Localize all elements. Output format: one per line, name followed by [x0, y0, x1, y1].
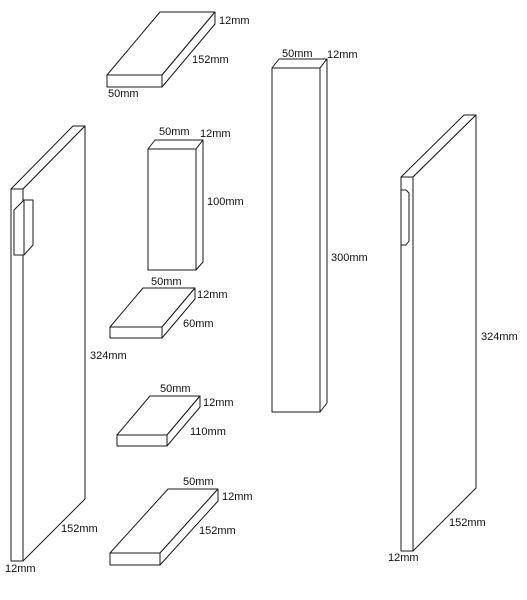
tall-post-thickness-label: 12mm — [327, 49, 358, 61]
mid-board-thickness-label: 12mm — [197, 289, 228, 301]
bottom-board — [109, 488, 219, 566]
small-board-length-label: 110mm — [190, 426, 226, 438]
block-width-label: 50mm — [159, 126, 190, 138]
mid-board — [109, 287, 196, 339]
left-panel-height-label: 324mm — [90, 350, 127, 362]
bottom-board-front-face — [109, 552, 161, 566]
small-board-width-label: 50mm — [160, 383, 191, 395]
small-board-front-face — [116, 434, 168, 447]
bottom-board-thickness-label: 12mm — [222, 491, 253, 503]
block-side-face — [195, 139, 204, 271]
block-top-face — [147, 139, 204, 150]
top-board-width-label: 50mm — [108, 88, 139, 100]
small-board-side-face — [166, 395, 201, 447]
block-height-label: 100mm — [207, 196, 244, 208]
right-panel-depth-label: 152mm — [449, 517, 486, 529]
small-board — [116, 395, 201, 447]
top-board-side-face — [161, 11, 216, 88]
block-front-face — [147, 148, 197, 271]
tall-post-width-label: 50mm — [282, 48, 313, 60]
mid-board-width-label: 50mm — [151, 276, 182, 288]
left-side-panel — [10, 125, 86, 562]
right-side-panel — [400, 114, 477, 552]
bottom-board-top-face — [109, 488, 219, 554]
tall-post-front-face — [271, 67, 321, 413]
top-board — [106, 11, 216, 88]
left-panel-thickness-label: 12mm — [5, 563, 36, 575]
left-panel-front-face — [10, 188, 24, 562]
top-board-front-face — [106, 74, 163, 88]
left-panel-depth-label: 152mm — [61, 523, 98, 535]
block — [147, 139, 204, 271]
bottom-board-width-label: 50mm — [183, 476, 214, 488]
top-board-thickness-label: 12mm — [219, 15, 250, 27]
small-board-thickness-label: 12mm — [203, 397, 234, 409]
bottom-board-side-face — [159, 488, 219, 566]
bottom-board-length-label: 152mm — [199, 525, 236, 537]
mid-board-front-face — [109, 326, 163, 339]
top-board-length-label: 152mm — [192, 54, 229, 66]
right-panel-side-face — [412, 114, 477, 552]
right-panel-height-label: 324mm — [481, 331, 518, 343]
mid-board-length-label: 60mm — [183, 318, 214, 330]
mid-board-side-face — [161, 287, 196, 339]
block-thickness-label: 12mm — [200, 128, 231, 140]
left-panel-side-face — [22, 125, 86, 562]
right-panel-thickness-label: 12mm — [388, 552, 419, 564]
tall-post-side-face — [319, 58, 328, 413]
right-panel-front-face — [400, 176, 414, 552]
tall-post — [271, 58, 328, 413]
right-panel-notch — [400, 189, 410, 246]
tall-post-height-label: 300mm — [331, 252, 368, 264]
tall-post-top-face — [271, 58, 328, 69]
